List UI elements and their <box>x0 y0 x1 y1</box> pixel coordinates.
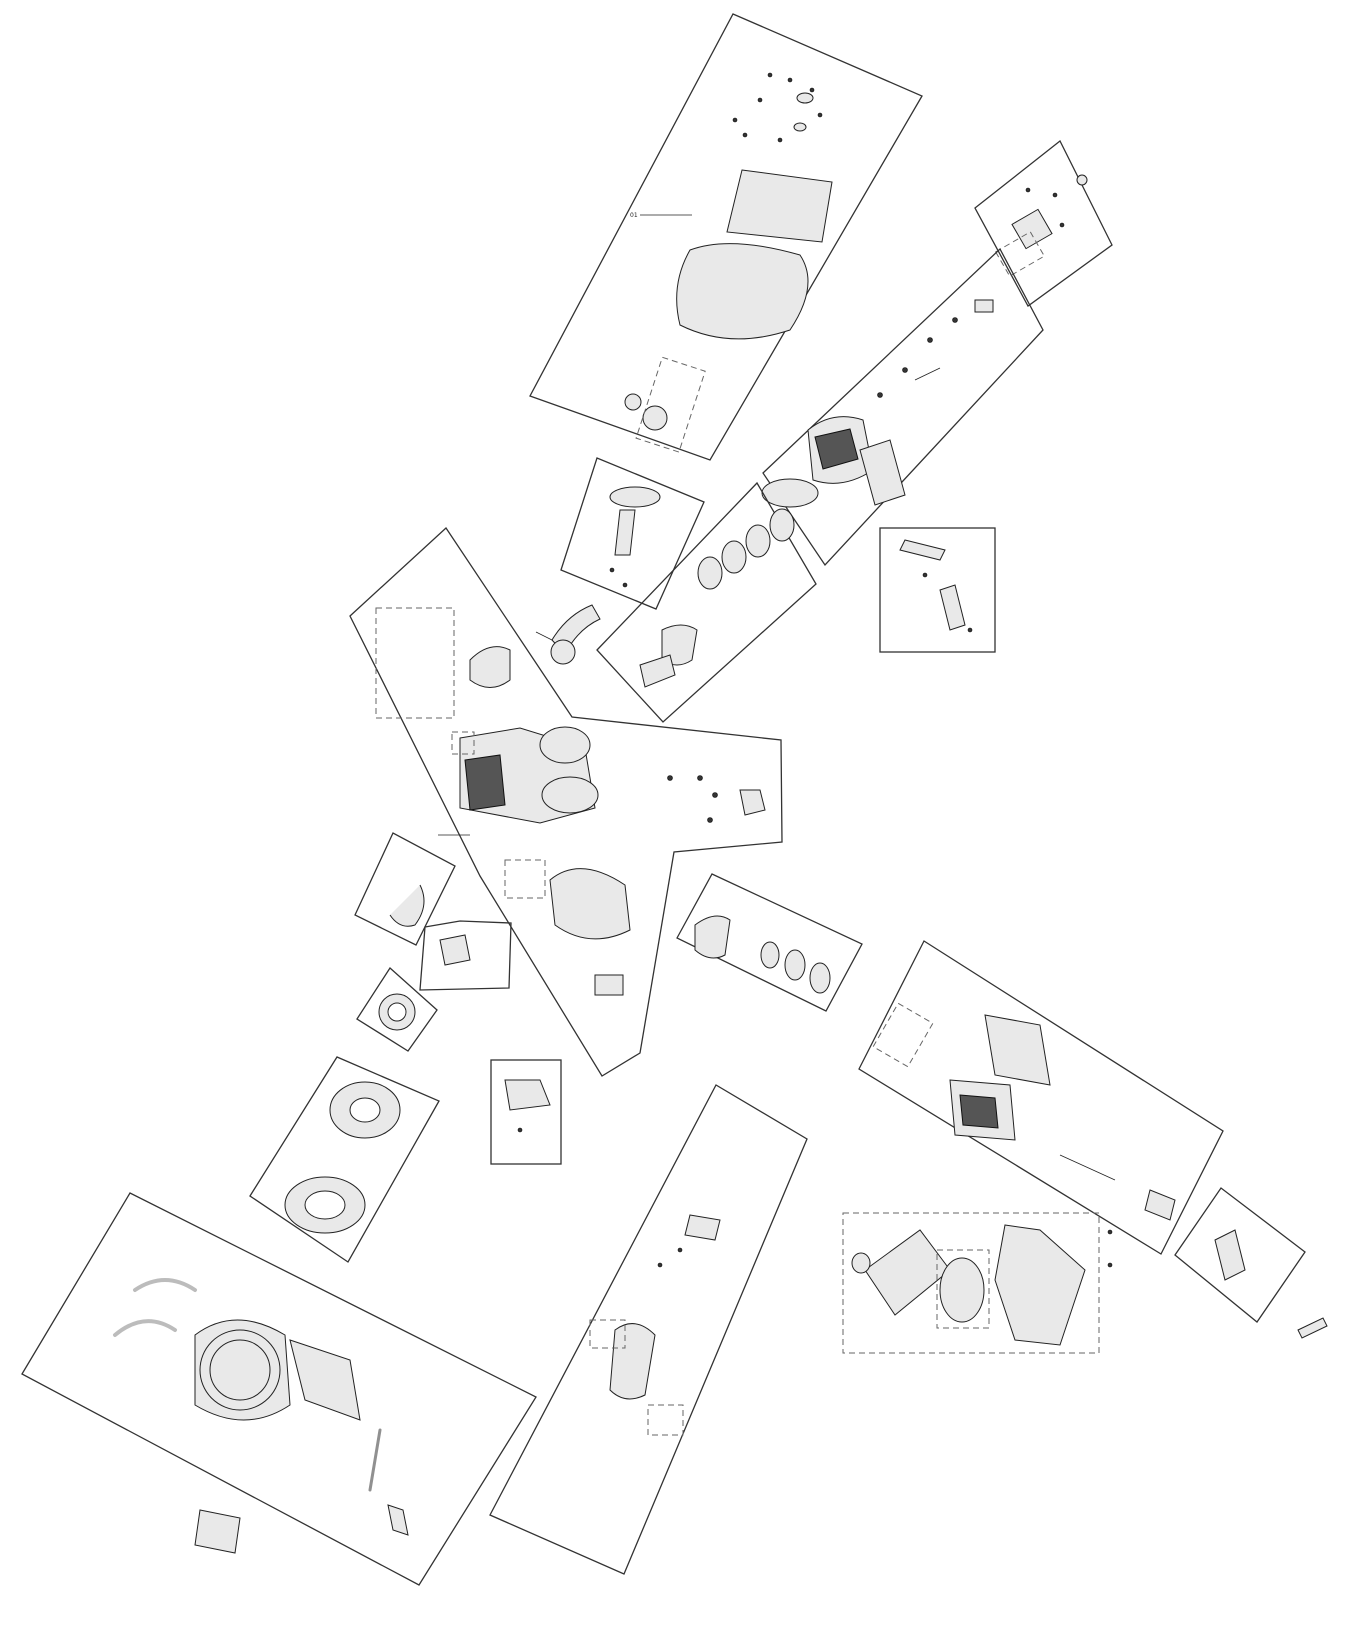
assembly-cylinder-2 <box>858 940 1224 1255</box>
assembly-charging-coil <box>356 967 438 1052</box>
assembly-piston <box>596 481 817 723</box>
svg-text:01: 01 <box>630 212 638 219</box>
assembly-flywheel <box>249 1056 440 1263</box>
assembly-starter-motor <box>490 1059 562 1165</box>
assembly-valve-cover <box>974 139 1113 307</box>
assembly-cylinder-head <box>761 247 1044 567</box>
assembly-crankshaft <box>535 604 601 665</box>
assembly-spark-plug-wrench <box>1297 1317 1328 1339</box>
assembly-connecting-rod-2 <box>676 873 863 1012</box>
assembly-crankcase <box>349 527 783 1077</box>
assembly-intake-manifold <box>489 1084 808 1575</box>
assembly-air-filter <box>842 1212 1113 1354</box>
assembly-camshaft <box>560 457 705 610</box>
assembly-valve-cover-2 <box>1174 1187 1306 1323</box>
assembly-rocker-arm <box>879 527 996 653</box>
assembly-ignition-coil <box>419 920 512 991</box>
assembly-breather-hose <box>354 832 456 946</box>
assembly-crankcase-cover: 01 <box>529 13 923 461</box>
assembly-fan-housing <box>21 1192 537 1586</box>
